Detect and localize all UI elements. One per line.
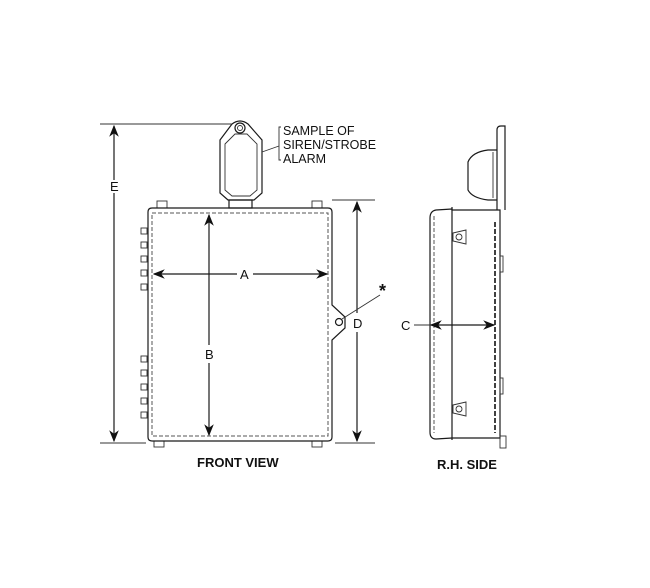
siren-strobe-front — [219, 120, 263, 209]
dimension-a-label: A — [240, 267, 249, 282]
siren-note-line-3: ALARM — [283, 152, 326, 166]
enclosure-body-side — [429, 208, 501, 440]
enclosure-body-front — [147, 207, 346, 442]
siren-strobe-side — [467, 149, 497, 201]
siren-note-line-1: SAMPLE OF — [283, 124, 355, 138]
lock-hole — [334, 317, 344, 327]
front-view: SAMPLE OF SIREN/STROBE ALARM E — [100, 120, 386, 470]
dimension-b-label: B — [205, 347, 214, 362]
hinges — [140, 227, 148, 419]
dimension-d-label: D — [353, 316, 362, 331]
side-view: C R.H. SIDE — [401, 125, 507, 472]
dimension-c-label: C — [401, 318, 410, 333]
mounting-bracket-side — [496, 125, 506, 210]
dimension-e-label: E — [110, 179, 119, 194]
latches — [452, 229, 467, 417]
front-view-caption: FRONT VIEW — [197, 455, 279, 470]
asterisk-leader — [341, 294, 381, 320]
siren-note-leader — [261, 126, 281, 161]
siren-note-line-2: SIREN/STROBE — [283, 138, 376, 152]
side-view-caption: R.H. SIDE — [437, 457, 497, 472]
door-outline — [151, 212, 329, 437]
asterisk-note: * — [379, 281, 386, 301]
mounting-tabs — [153, 200, 323, 448]
